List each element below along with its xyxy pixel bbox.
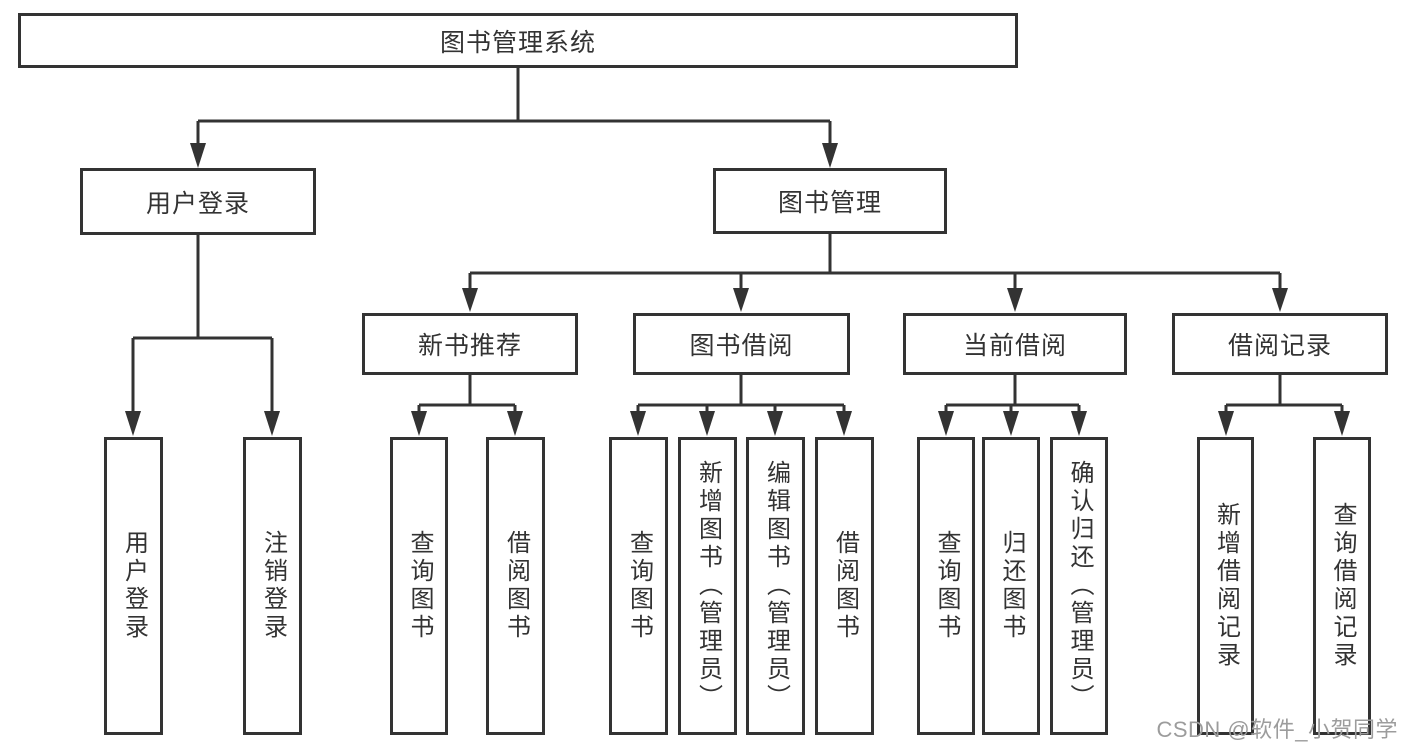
node-user-login-label: 用户登录 bbox=[145, 189, 250, 218]
leaf-return-books-label: 归还图书 bbox=[998, 530, 1025, 642]
leaf-query-books-3: 查询图书 bbox=[917, 437, 975, 735]
node-current-borrowing: 当前借阅 bbox=[903, 313, 1127, 375]
leaf-edit-books-admin-label: 编辑图书（管理员） bbox=[762, 460, 790, 712]
leaf-add-books-admin: 新增图书（管理员） bbox=[678, 437, 737, 735]
leaf-add-books-admin-label: 新增图书（管理员） bbox=[694, 460, 722, 712]
node-user-login: 用户登录 bbox=[80, 168, 316, 235]
leaf-query-books-3-label: 查询图书 bbox=[933, 530, 960, 642]
node-book-management-label: 图书管理 bbox=[777, 189, 882, 217]
node-borrowing-records-label: 借阅记录 bbox=[1227, 332, 1332, 360]
leaf-borrow-books-1-label: 借阅图书 bbox=[502, 530, 530, 642]
leaf-logout: 注销登录 bbox=[243, 437, 302, 735]
leaf-query-books-2-label: 查询图书 bbox=[625, 530, 653, 642]
leaf-query-borrow-record-label: 查询借阅记录 bbox=[1329, 502, 1356, 670]
leaf-borrow-books-1: 借阅图书 bbox=[486, 437, 545, 735]
leaf-borrow-books-2: 借阅图书 bbox=[815, 437, 874, 735]
leaf-query-books-2: 查询图书 bbox=[609, 437, 668, 735]
node-book-borrowing-label: 图书借阅 bbox=[689, 332, 794, 360]
leaf-add-borrow-record-label: 新增借阅记录 bbox=[1212, 502, 1240, 670]
leaf-query-books-1: 查询图书 bbox=[390, 437, 448, 735]
node-root: 图书管理系统 bbox=[18, 13, 1018, 68]
leaf-logout-label: 注销登录 bbox=[259, 530, 287, 642]
leaf-return-books: 归还图书 bbox=[982, 437, 1040, 735]
leaf-query-books-1-label: 查询图书 bbox=[406, 530, 433, 642]
node-book-management: 图书管理 bbox=[713, 168, 947, 234]
node-new-book-recommend: 新书推荐 bbox=[362, 313, 578, 375]
node-new-book-recommend-label: 新书推荐 bbox=[417, 332, 522, 360]
csdn-watermark: CSDN @软件_小贺同学 bbox=[1156, 717, 1398, 742]
leaf-edit-books-admin: 编辑图书（管理员） bbox=[746, 437, 805, 735]
leaf-user-login: 用户登录 bbox=[104, 437, 163, 735]
leaf-query-borrow-record: 查询借阅记录 bbox=[1313, 437, 1371, 735]
leaf-confirm-return-admin-label: 确认归还（管理员） bbox=[1066, 460, 1093, 712]
leaf-confirm-return-admin: 确认归还（管理员） bbox=[1050, 437, 1108, 735]
node-root-label: 图书管理系统 bbox=[439, 28, 596, 57]
node-current-borrowing-label: 当前借阅 bbox=[962, 332, 1067, 360]
node-book-borrowing: 图书借阅 bbox=[633, 313, 850, 375]
leaf-add-borrow-record: 新增借阅记录 bbox=[1197, 437, 1254, 735]
node-borrowing-records: 借阅记录 bbox=[1172, 313, 1388, 375]
leaf-user-login-label: 用户登录 bbox=[120, 530, 148, 642]
leaf-borrow-books-2-label: 借阅图书 bbox=[831, 530, 859, 642]
